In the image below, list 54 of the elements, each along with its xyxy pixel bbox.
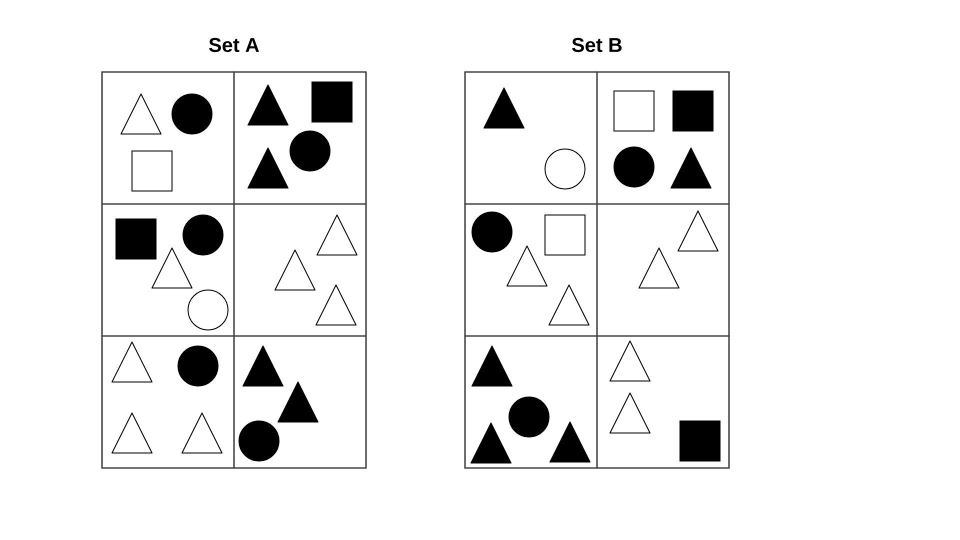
- hollow-triangle: [120, 94, 162, 134]
- solid-triangle: [248, 148, 288, 188]
- grid-cell: [596, 203, 730, 337]
- hollow-triangle: [316, 214, 358, 256]
- solid-circle: [182, 214, 224, 256]
- hollow-triangle: [610, 340, 650, 382]
- solid-triangle: [472, 346, 512, 386]
- grid-cell: [101, 203, 235, 337]
- solid-triangle: [470, 422, 512, 464]
- grid-cell: [464, 203, 598, 337]
- grid-cell: [596, 335, 730, 469]
- solid-circle: [614, 146, 654, 188]
- grid-cell: [464, 335, 598, 469]
- hollow-triangle: [548, 284, 590, 326]
- hollow-triangle: [638, 248, 680, 288]
- grid-cell: [101, 335, 235, 469]
- panel-heading: Set B: [572, 38, 622, 52]
- solid-circle: [238, 420, 280, 462]
- solid-triangle: [670, 148, 712, 188]
- hollow-triangle: [152, 248, 192, 288]
- hollow-triangle: [182, 412, 222, 454]
- grid-cell: [233, 203, 367, 337]
- solid-circle: [508, 396, 550, 438]
- grid-cell: [233, 71, 367, 205]
- hollow-square: [132, 150, 172, 192]
- hollow-triangle: [112, 412, 152, 454]
- hollow-square: [544, 214, 586, 256]
- grid-cell: [101, 71, 235, 205]
- hollow-circle: [544, 148, 586, 190]
- panel-heading: Set A: [209, 38, 260, 52]
- hollow-triangle: [678, 210, 718, 252]
- hollow-triangle: [316, 284, 356, 326]
- solid-triangle: [278, 382, 318, 422]
- grid-cell: [464, 71, 598, 205]
- solid-triangle: [550, 422, 590, 462]
- hollow-triangle: [610, 392, 650, 434]
- solid-circle: [178, 346, 218, 386]
- solid-square: [672, 90, 714, 132]
- hollow-square: [614, 90, 654, 132]
- solid-circle: [472, 212, 512, 252]
- hollow-triangle: [274, 250, 316, 290]
- solid-circle: [172, 94, 212, 134]
- solid-square: [312, 82, 352, 122]
- hollow-circle: [188, 290, 228, 330]
- hollow-triangle: [506, 246, 548, 286]
- solid-circle: [290, 130, 330, 172]
- grid-cell: [233, 335, 367, 469]
- solid-square: [116, 218, 156, 260]
- solid-triangle: [248, 84, 288, 126]
- solid-triangle: [242, 346, 284, 386]
- hollow-triangle: [112, 342, 152, 382]
- solid-square: [680, 420, 720, 462]
- solid-triangle: [484, 88, 524, 128]
- grid-cell: [596, 71, 730, 205]
